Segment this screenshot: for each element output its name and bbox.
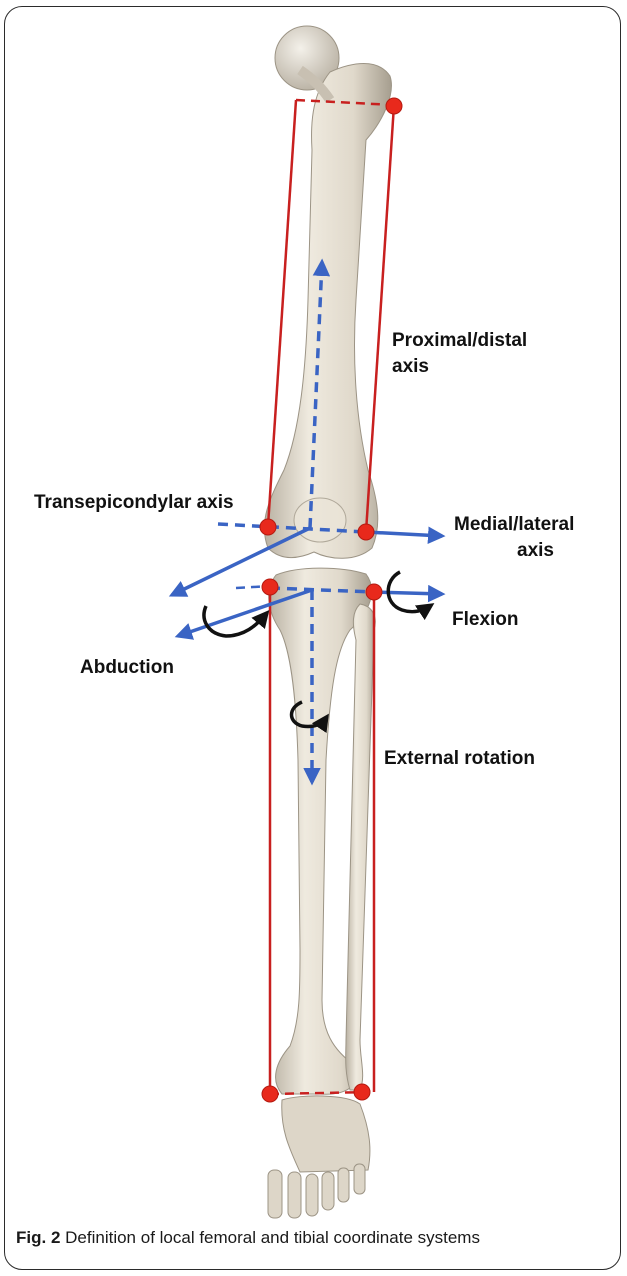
landmark-femur-lateral-epicondyle (358, 524, 374, 540)
proximal-distal-axis-label: Proximal/distal axis (392, 328, 542, 380)
transepicondylar-axis-label: Transepicondylar axis (34, 490, 234, 516)
landmark-malleolus-lateral (354, 1084, 370, 1100)
landmark-femur-proximal-lateral (386, 98, 402, 114)
fibula-bone (346, 604, 376, 1090)
caption-figure-label: Fig. 2 (16, 1228, 60, 1247)
flexion-axis-arrow (374, 592, 442, 594)
landmark-malleolus-medial (262, 1086, 278, 1102)
landmark-tibia-lateral (366, 584, 382, 600)
patella (294, 498, 346, 542)
foot-bones (268, 1096, 370, 1218)
caption-text: Definition of local femoral and tibial c… (65, 1228, 480, 1247)
medial-lateral-axis-label: Medial/lateral axis (454, 512, 554, 564)
figure-caption: Fig. 2 Definition of local femoral and t… (16, 1228, 480, 1248)
abduction-label: Abduction (80, 655, 174, 681)
flexion-label: Flexion (452, 607, 519, 633)
landmark-femur-medial-epicondyle (260, 519, 276, 535)
external-rotation-label: External rotation (384, 746, 535, 772)
medial-lateral-axis-arrow (366, 532, 442, 536)
landmark-tibia-medial (262, 579, 278, 595)
